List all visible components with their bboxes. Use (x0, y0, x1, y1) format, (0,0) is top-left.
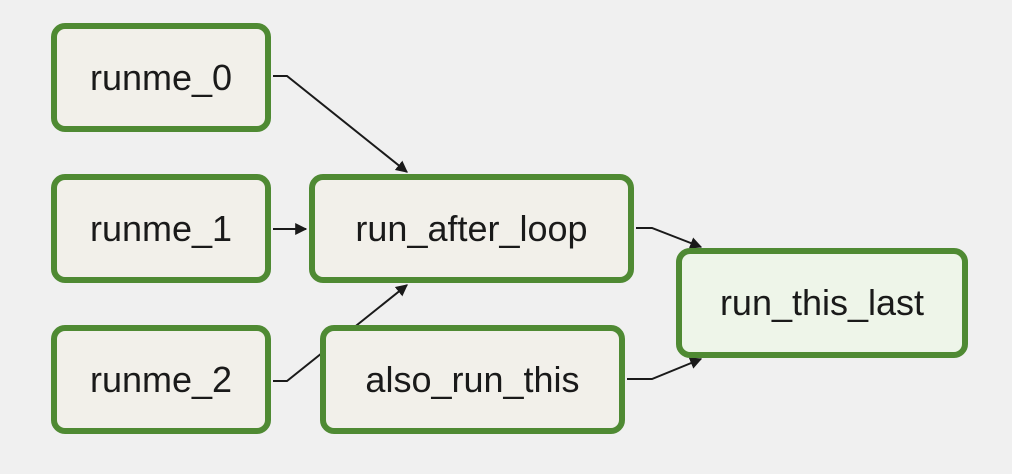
edge-also-run-this-to-run-this-last (627, 357, 703, 380)
node-runme-1[interactable]: runme_1 (51, 174, 271, 283)
node-run-this-last[interactable]: run_this_last (676, 248, 968, 358)
edge-runme-2-to-run-after-loop (273, 284, 408, 382)
node-runme-0[interactable]: runme_0 (51, 23, 271, 132)
node-label: also_run_this (365, 358, 580, 400)
node-run-after-loop[interactable]: run_after_loop (309, 174, 634, 283)
node-label: run_after_loop (355, 207, 588, 249)
node-also-run-this[interactable]: also_run_this (320, 325, 625, 434)
node-runme-2[interactable]: runme_2 (51, 325, 271, 434)
edge-run-after-loop-to-run-this-last (636, 227, 703, 249)
node-label: runme_1 (89, 207, 233, 249)
node-label: run_this_last (719, 282, 925, 323)
node-label: runme_0 (89, 56, 233, 98)
edge-runme-0-to-run-after-loop (273, 75, 408, 173)
node-label: runme_2 (89, 358, 233, 400)
